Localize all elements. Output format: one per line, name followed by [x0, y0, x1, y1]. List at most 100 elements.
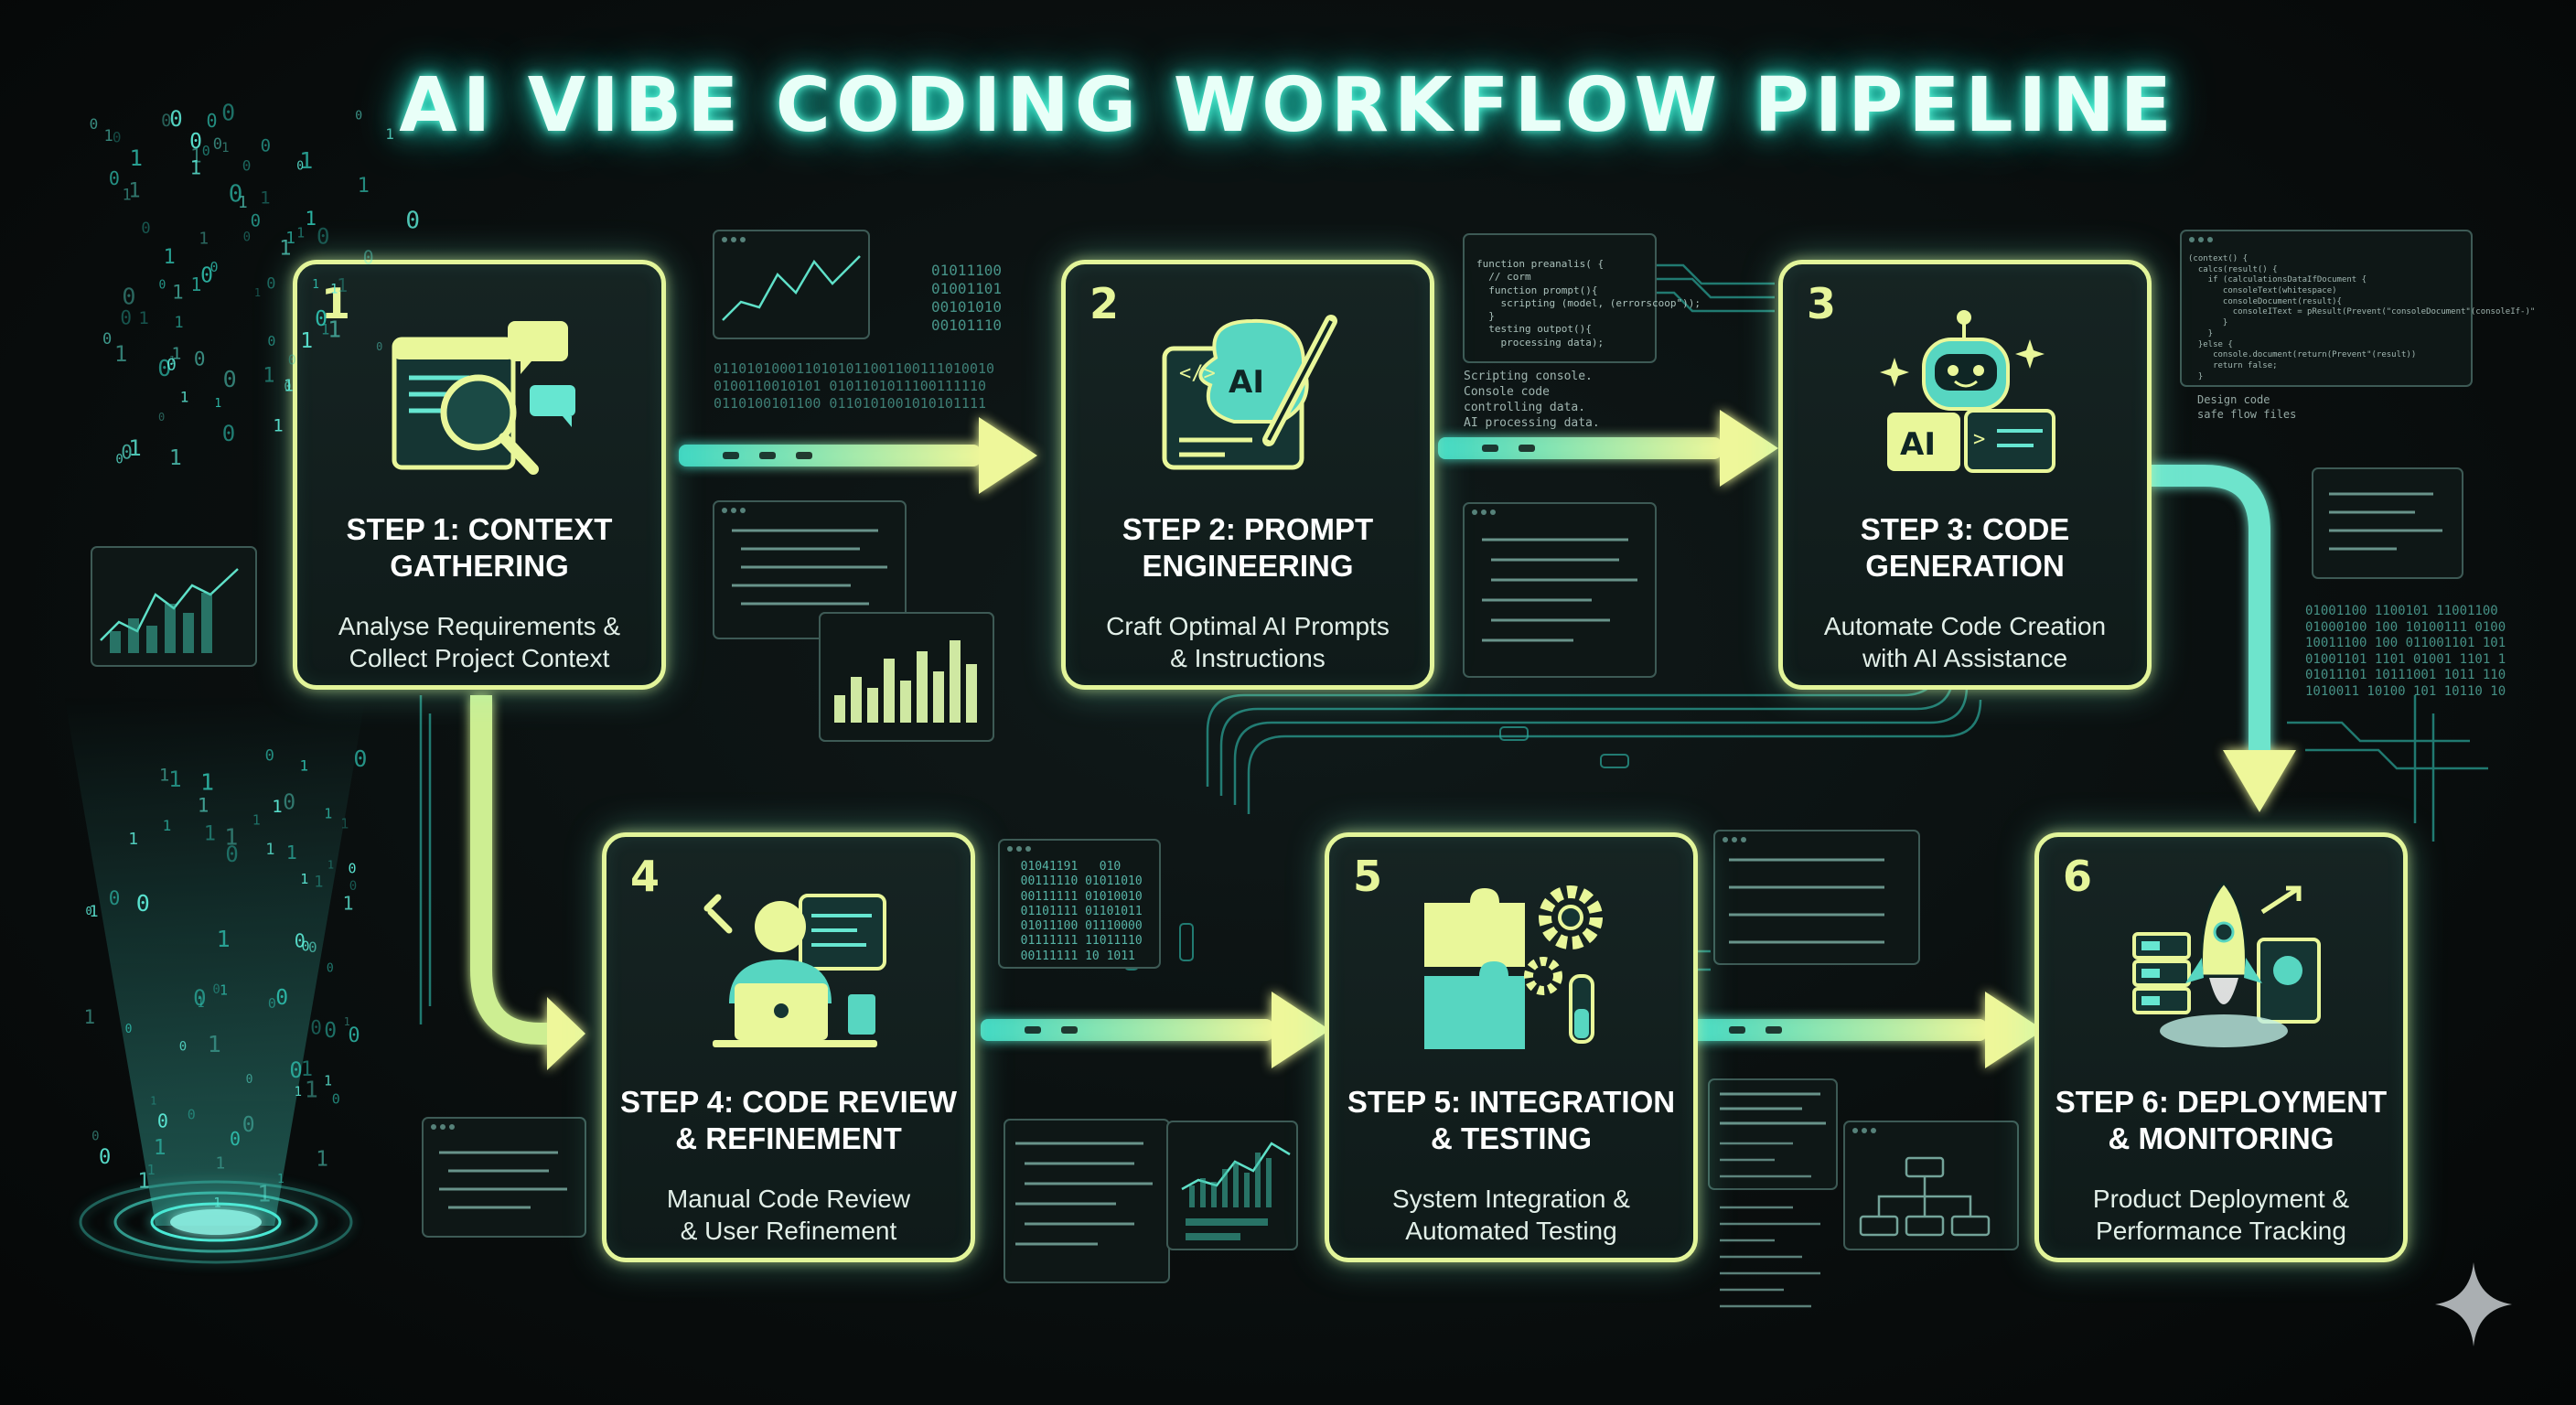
binary-digit: 1 — [164, 246, 176, 269]
binary-digit: 1 — [137, 1170, 150, 1194]
page-title: AI VIBE CODING WORKFLOW PIPELINE — [399, 62, 2177, 149]
step-description: Craft Optimal AI Prompts & Instructions — [1106, 612, 1390, 672]
binary-digit: 1 — [190, 157, 202, 179]
binary-digit: 1 — [128, 435, 141, 461]
step-title: STEP 2: PROMPT ENGINEERING — [1122, 512, 1374, 583]
binary-digit: 1 — [358, 175, 370, 198]
binary-digit: 0 — [202, 143, 210, 159]
binary-digit: 1 — [300, 756, 309, 774]
binary-digit: 1 — [324, 806, 332, 822]
binary-digit: 1 — [154, 1136, 166, 1160]
binary-digit: 1 — [114, 341, 127, 367]
binary-digit: 1 — [220, 982, 228, 999]
svg-text:AI: AI — [1229, 364, 1264, 401]
binary-digit: 0 — [288, 352, 296, 369]
binary-digit: 0 — [188, 1106, 196, 1122]
binary-digit: 1 — [316, 1147, 328, 1171]
step-card-6: 6 STEP 6: DEPLOYMENT & MONITORING Produc… — [2034, 832, 2408, 1262]
binary-digit: 1 — [324, 1073, 332, 1089]
binary-digit: 0 — [302, 938, 310, 954]
binary-digit: 1 — [330, 283, 338, 297]
binary-digit: 0 — [265, 747, 274, 766]
puzzle-gears-icon — [1415, 875, 1616, 1058]
binary-digit: 0 — [243, 230, 251, 244]
svg-text:</>: </> — [1179, 362, 1216, 385]
binary-digit: 1 — [214, 397, 221, 411]
binary-digit: 1 — [104, 127, 113, 145]
binary-digit: 1 — [257, 1181, 271, 1207]
magnifier-document-icon — [383, 303, 585, 486]
binary-digit: 0 — [310, 1016, 322, 1038]
binary-digit: 1 — [130, 145, 143, 171]
binary-digit: 1 — [128, 830, 138, 849]
binary-digit: 1 — [340, 815, 349, 831]
binary-digit: 0 — [223, 366, 237, 392]
code-snippet: function preanalis( { // corm function p… — [1476, 258, 1701, 349]
binary-digit: 1 — [279, 237, 291, 260]
binary-digit: 1 — [199, 230, 209, 249]
binary-digit: 0 — [115, 452, 123, 467]
binary-digit: 0 — [121, 441, 133, 463]
binary-text: 0110101000110101011001100111010010 01001… — [714, 360, 995, 412]
binary-digit: 1 — [128, 180, 140, 203]
binary-digit: 0 — [229, 181, 243, 209]
binary-digit: 1 — [305, 208, 317, 230]
step-number: 1 — [321, 279, 351, 328]
binary-digit: 0 — [349, 861, 357, 877]
step-card-5: 5 STEP 5: INTEGRATION & TESTING System I… — [1325, 832, 1698, 1262]
binary-digit: 0 — [120, 306, 132, 328]
binary-digit: 0 — [157, 1110, 168, 1132]
binary-digit: 1 — [190, 145, 202, 167]
binary-digit: 1 — [301, 1058, 313, 1081]
binary-digit: 0 — [266, 275, 275, 294]
binary-digit: 0 — [207, 110, 218, 132]
binary-digit: 0 — [212, 982, 220, 997]
binary-digit: 1 — [252, 811, 261, 828]
binary-digit: 0 — [317, 224, 329, 250]
binary-digit: 0 — [141, 220, 150, 238]
binary-digit: 0 — [246, 1073, 253, 1087]
binary-digit: 0 — [86, 905, 92, 917]
binary-digit: 1 — [300, 329, 313, 353]
binary-digit: 0 — [261, 135, 271, 156]
binary-digit: 1 — [285, 229, 295, 248]
binary-digit: 1 — [263, 364, 274, 387]
step-title: STEP 3: CODE GENERATION — [1860, 512, 2070, 583]
step-title: STEP 5: INTEGRATION & TESTING — [1347, 1085, 1676, 1155]
binary-digit: 0 — [324, 1019, 337, 1043]
binary-digit: 1 — [254, 286, 261, 299]
binary-digit: 1 — [327, 316, 341, 343]
binary-digit: 1 — [169, 446, 182, 470]
binary-digit: 1 — [260, 188, 270, 209]
binary-digit: 0 — [295, 930, 306, 952]
step-title: STEP 1: CONTEXT GATHERING — [346, 512, 613, 583]
binary-digit: 1 — [197, 996, 204, 1011]
step-title: STEP 6: DEPLOYMENT & MONITORING — [2055, 1085, 2388, 1155]
binary-digit: 0 — [179, 1039, 187, 1054]
binary-digit: 0 — [158, 411, 165, 424]
binary-digit: 0 — [136, 890, 150, 917]
binary-digit: 0 — [283, 790, 295, 814]
step-number: 4 — [630, 852, 660, 901]
binary-digit: 0 — [213, 135, 222, 154]
binary-digit: 1 — [150, 1094, 156, 1107]
step-title: STEP 4: CODE REVIEW & REFINEMENT — [620, 1085, 957, 1155]
binary-digit: 1 — [159, 765, 169, 785]
step-card-4: 4 STEP 4: CODE REVIEW & REFINEMENT Manua… — [602, 832, 975, 1262]
binary-digit: 0 — [308, 938, 317, 956]
binary-digit: 0 — [268, 995, 276, 1012]
svg-text:>: > — [1973, 428, 1985, 451]
binary-digit: 1 — [273, 416, 283, 436]
binary-digit: 1 — [138, 308, 148, 328]
rocket-launch-icon — [2125, 875, 2326, 1058]
binary-digit: 0 — [161, 111, 171, 131]
binary-digit: 0 — [91, 1130, 99, 1144]
robot-code-icon: AI > — [1869, 303, 2070, 486]
binary-digit: 0 — [222, 421, 235, 446]
caption-text: Scripting console. Console code controll… — [1464, 370, 1600, 430]
binary-digit: 1 — [123, 186, 132, 204]
binary-digit: 1 — [172, 281, 184, 303]
code-snippet: (context() { calcs(result() { if (calcul… — [2188, 254, 2536, 381]
binary-digit: 0 — [348, 1024, 360, 1047]
